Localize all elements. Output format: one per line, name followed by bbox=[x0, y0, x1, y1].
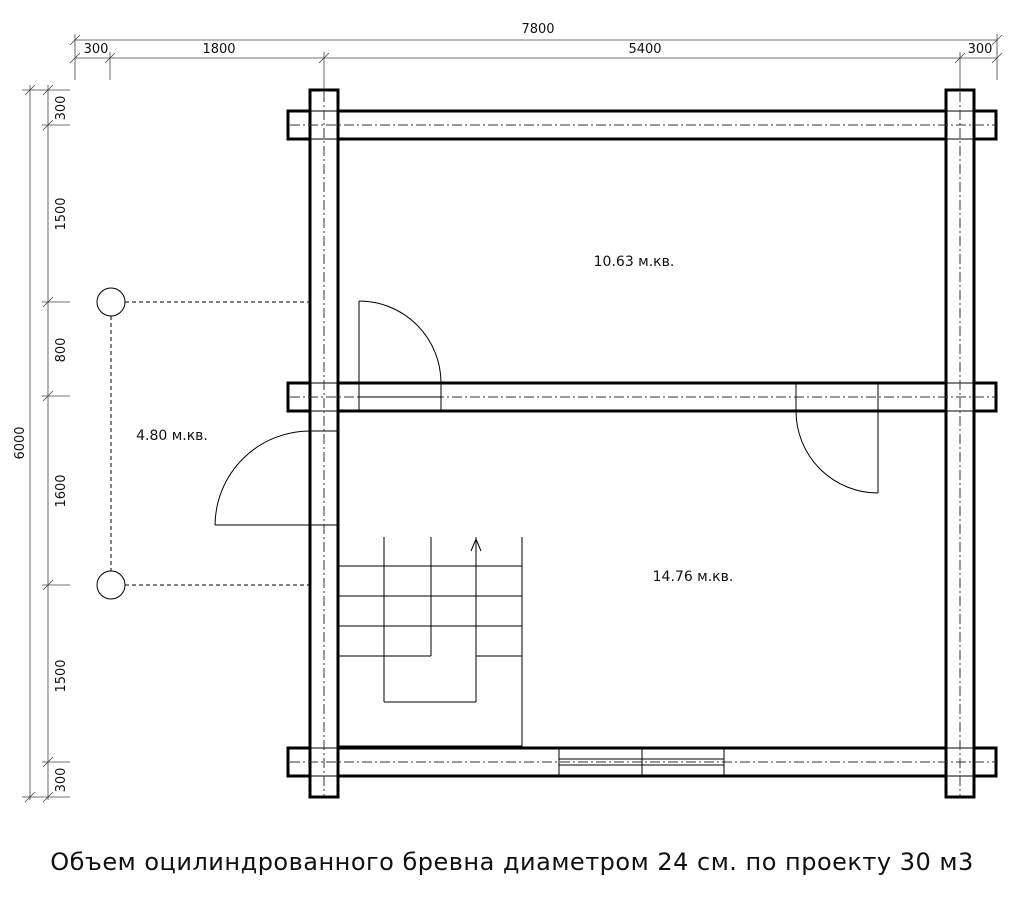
dim-left-seg-4: 1600 bbox=[54, 474, 69, 507]
dim-left-total: 6000 bbox=[13, 426, 28, 459]
dim-left-seg-1: 300 bbox=[54, 96, 69, 121]
room-area-main: 14.76 м.кв. bbox=[653, 569, 734, 585]
dim-left-seg-3: 800 bbox=[54, 338, 69, 363]
room-area-terrace: 4.80 м.кв. bbox=[136, 428, 208, 444]
openings bbox=[214, 300, 879, 776]
dim-left-seg-6: 300 bbox=[54, 768, 69, 793]
dim-top-seg-4: 300 bbox=[968, 42, 993, 57]
dim-left-seg-2: 1500 bbox=[54, 197, 69, 230]
caption: Объем оцилиндрованного бревна диаметром … bbox=[50, 848, 974, 876]
dim-top-seg-3: 5400 bbox=[628, 42, 661, 57]
dim-top-seg-2: 1800 bbox=[202, 42, 235, 57]
door-swing-entrance bbox=[214, 430, 311, 526]
dim-top-seg-1: 300 bbox=[84, 42, 109, 57]
door-swing-top-room bbox=[358, 300, 442, 384]
staircase bbox=[338, 537, 523, 748]
axis-lines bbox=[290, 92, 996, 796]
post-bottom bbox=[96, 570, 126, 600]
post-top bbox=[96, 287, 126, 317]
left-dimensions: 6000 300 1500 800 1600 1500 300 bbox=[13, 84, 70, 803]
top-dimensions: 7800 300 1800 5400 300 bbox=[69, 22, 1003, 90]
dim-top-total: 7800 bbox=[521, 22, 554, 37]
dim-left-seg-5: 1500 bbox=[54, 659, 69, 692]
terrace bbox=[96, 287, 310, 600]
door-swing-main-room bbox=[795, 410, 879, 494]
walls bbox=[286, 88, 998, 799]
room-area-top: 10.63 м.кв. bbox=[594, 254, 675, 270]
